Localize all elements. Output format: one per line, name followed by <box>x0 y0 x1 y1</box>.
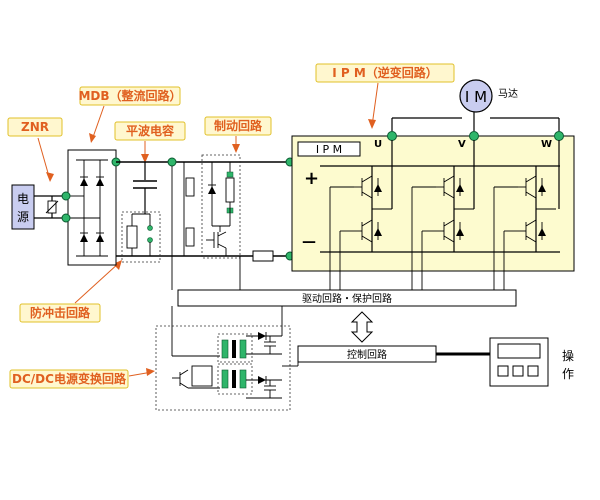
phase-w-label: W <box>541 139 552 150</box>
ipm-callout-label: I P M（逆变回路） <box>332 65 438 80</box>
rectifier-bridge <box>67 149 117 266</box>
shunt-resistor <box>252 250 274 262</box>
driver-protection-label: 驱动回路・保护回路 <box>302 292 392 305</box>
phase-leg-w <box>518 166 556 252</box>
motor: I M <box>459 79 493 113</box>
motor-symbol: I M <box>465 88 487 106</box>
smoothing-capacitor <box>133 162 157 214</box>
znr-callout: ZNR <box>7 117 63 182</box>
phase-v-label: V <box>458 139 466 150</box>
ipm-plus-sign: + <box>304 168 319 189</box>
phase-u-label: U <box>374 139 382 150</box>
node-ac-1 <box>61 191 71 201</box>
mdb-label: MDB（整流回路） <box>78 88 181 103</box>
inrush-label: 防冲击回路 <box>30 305 91 320</box>
terminal-u <box>387 131 397 141</box>
znr-element <box>45 196 59 218</box>
phase-leg-v <box>436 166 474 252</box>
znr-label: ZNR <box>21 120 49 134</box>
terminal-v <box>469 131 479 141</box>
power-source-label-2: 源 <box>17 210 29 224</box>
ipm-module: I P M + — <box>291 135 575 290</box>
smoothing-label: 平波电容 <box>126 123 174 138</box>
control-label: 控制回路 <box>347 348 387 361</box>
node-dc-plus-2 <box>167 157 177 167</box>
operation-label-1: 操 <box>562 348 574 363</box>
ipm-callout: I P M（逆变回路） <box>315 63 455 129</box>
power-source: 电 源 <box>11 184 35 230</box>
phase-leg-u <box>354 166 392 252</box>
smoothing-callout: 平波电容 <box>114 121 186 163</box>
power-source-label-1: 电 <box>17 192 29 206</box>
bidirectional-arrow <box>350 311 374 343</box>
node-ac-2 <box>61 213 71 223</box>
mdb-callout: MDB（整流回路） <box>78 86 182 143</box>
ipm-minus-sign: — <box>302 234 316 250</box>
dcdc-label: DC/DC电源变换回路 <box>12 371 127 386</box>
terminal-w <box>554 131 564 141</box>
inrush-circuit <box>121 211 161 263</box>
driver-protection-block: 驱动回路・保护回路 <box>177 289 517 307</box>
ipm-module-label: I P M <box>316 143 342 156</box>
brake-callout: 制动回路 <box>204 116 272 153</box>
inrush-callout: 防冲击回路 <box>19 260 122 323</box>
motor-label: 马达 <box>498 88 518 100</box>
operation-panel <box>489 337 549 387</box>
control-block: 控制回路 <box>297 345 437 363</box>
dcdc-converter <box>155 306 299 411</box>
brake-label: 制动回路 <box>214 118 263 133</box>
operation-label-2: 作 <box>562 367 574 381</box>
brake-circuit <box>183 154 241 259</box>
dcdc-callout: DC/DC电源变换回路 <box>9 368 155 389</box>
